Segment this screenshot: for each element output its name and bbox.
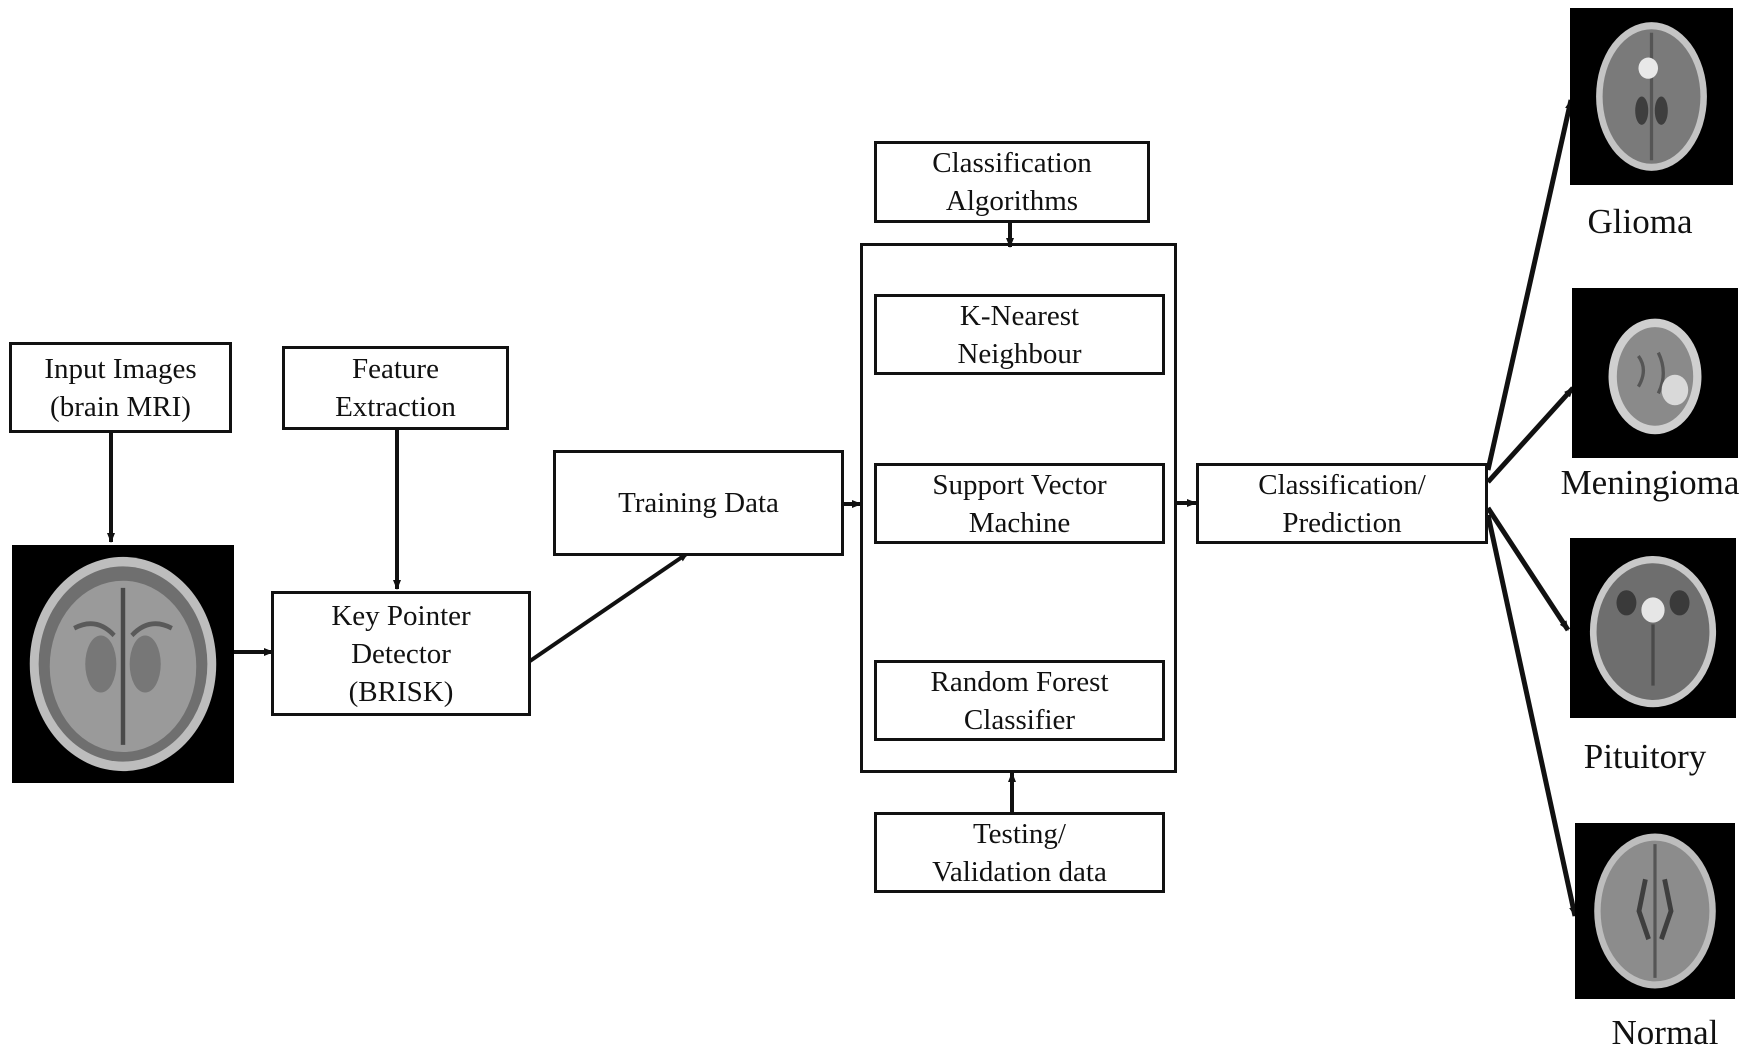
classification-prediction-box: Classification/ Prediction: [1196, 463, 1488, 544]
glioma-mri-image: [1570, 8, 1733, 185]
algorithms-group: [860, 243, 1177, 773]
key-pointer-detector-box: Key Pointer Detector (BRISK): [271, 591, 531, 716]
training-data-label: Training Data: [618, 487, 779, 519]
classification-algorithms-label: Classification Algorithms: [932, 147, 1092, 217]
output-label-pituitory: Pituitory: [1583, 737, 1707, 776]
random-forest-box: Random Forest Classifier: [874, 660, 1165, 741]
key-pointer-detector-label: Key Pointer Detector (BRISK): [331, 599, 471, 708]
feature-extraction-label: Feature Extraction: [335, 353, 456, 423]
knn-box: K-Nearest Neighbour: [874, 294, 1165, 375]
normal-mri-image: [1575, 823, 1735, 999]
training-data-box: Training Data: [553, 450, 844, 556]
output-label-glioma: Glioma: [1587, 202, 1693, 241]
output-label-normal: Normal: [1611, 1013, 1719, 1052]
meningioma-mri-image: [1572, 288, 1738, 458]
feature-extraction-box: Feature Extraction: [282, 346, 509, 430]
input-images-box: Input Images (brain MRI): [9, 342, 232, 433]
random-forest-label: Random Forest Classifier: [930, 665, 1109, 736]
output-label-meningioma: Meningioma: [1560, 463, 1740, 502]
input-mri-image: [12, 545, 234, 783]
pituitory-mri-image: [1570, 538, 1736, 718]
knn-label: K-Nearest Neighbour: [957, 299, 1082, 370]
arrow-prediction-to-normal: [1485, 514, 1578, 917]
testing-validation-box: Testing/ Validation data: [874, 812, 1165, 893]
svm-label: Support Vector Machine: [932, 468, 1107, 539]
svm-box: Support Vector Machine: [874, 463, 1165, 544]
arrow-prediction-to-pituitory: [1485, 506, 1571, 632]
testing-validation-label: Testing/ Validation data: [932, 817, 1107, 888]
input-images-label: Input Images (brain MRI): [44, 352, 197, 423]
classification-prediction-label: Classification/ Prediction: [1258, 468, 1426, 539]
arrow-detector-to-training: [528, 551, 690, 663]
classification-algorithms-box: Classification Algorithms: [874, 141, 1150, 223]
arrow-prediction-to-glioma: [1485, 99, 1574, 471]
arrow-prediction-to-meningioma: [1486, 386, 1575, 484]
